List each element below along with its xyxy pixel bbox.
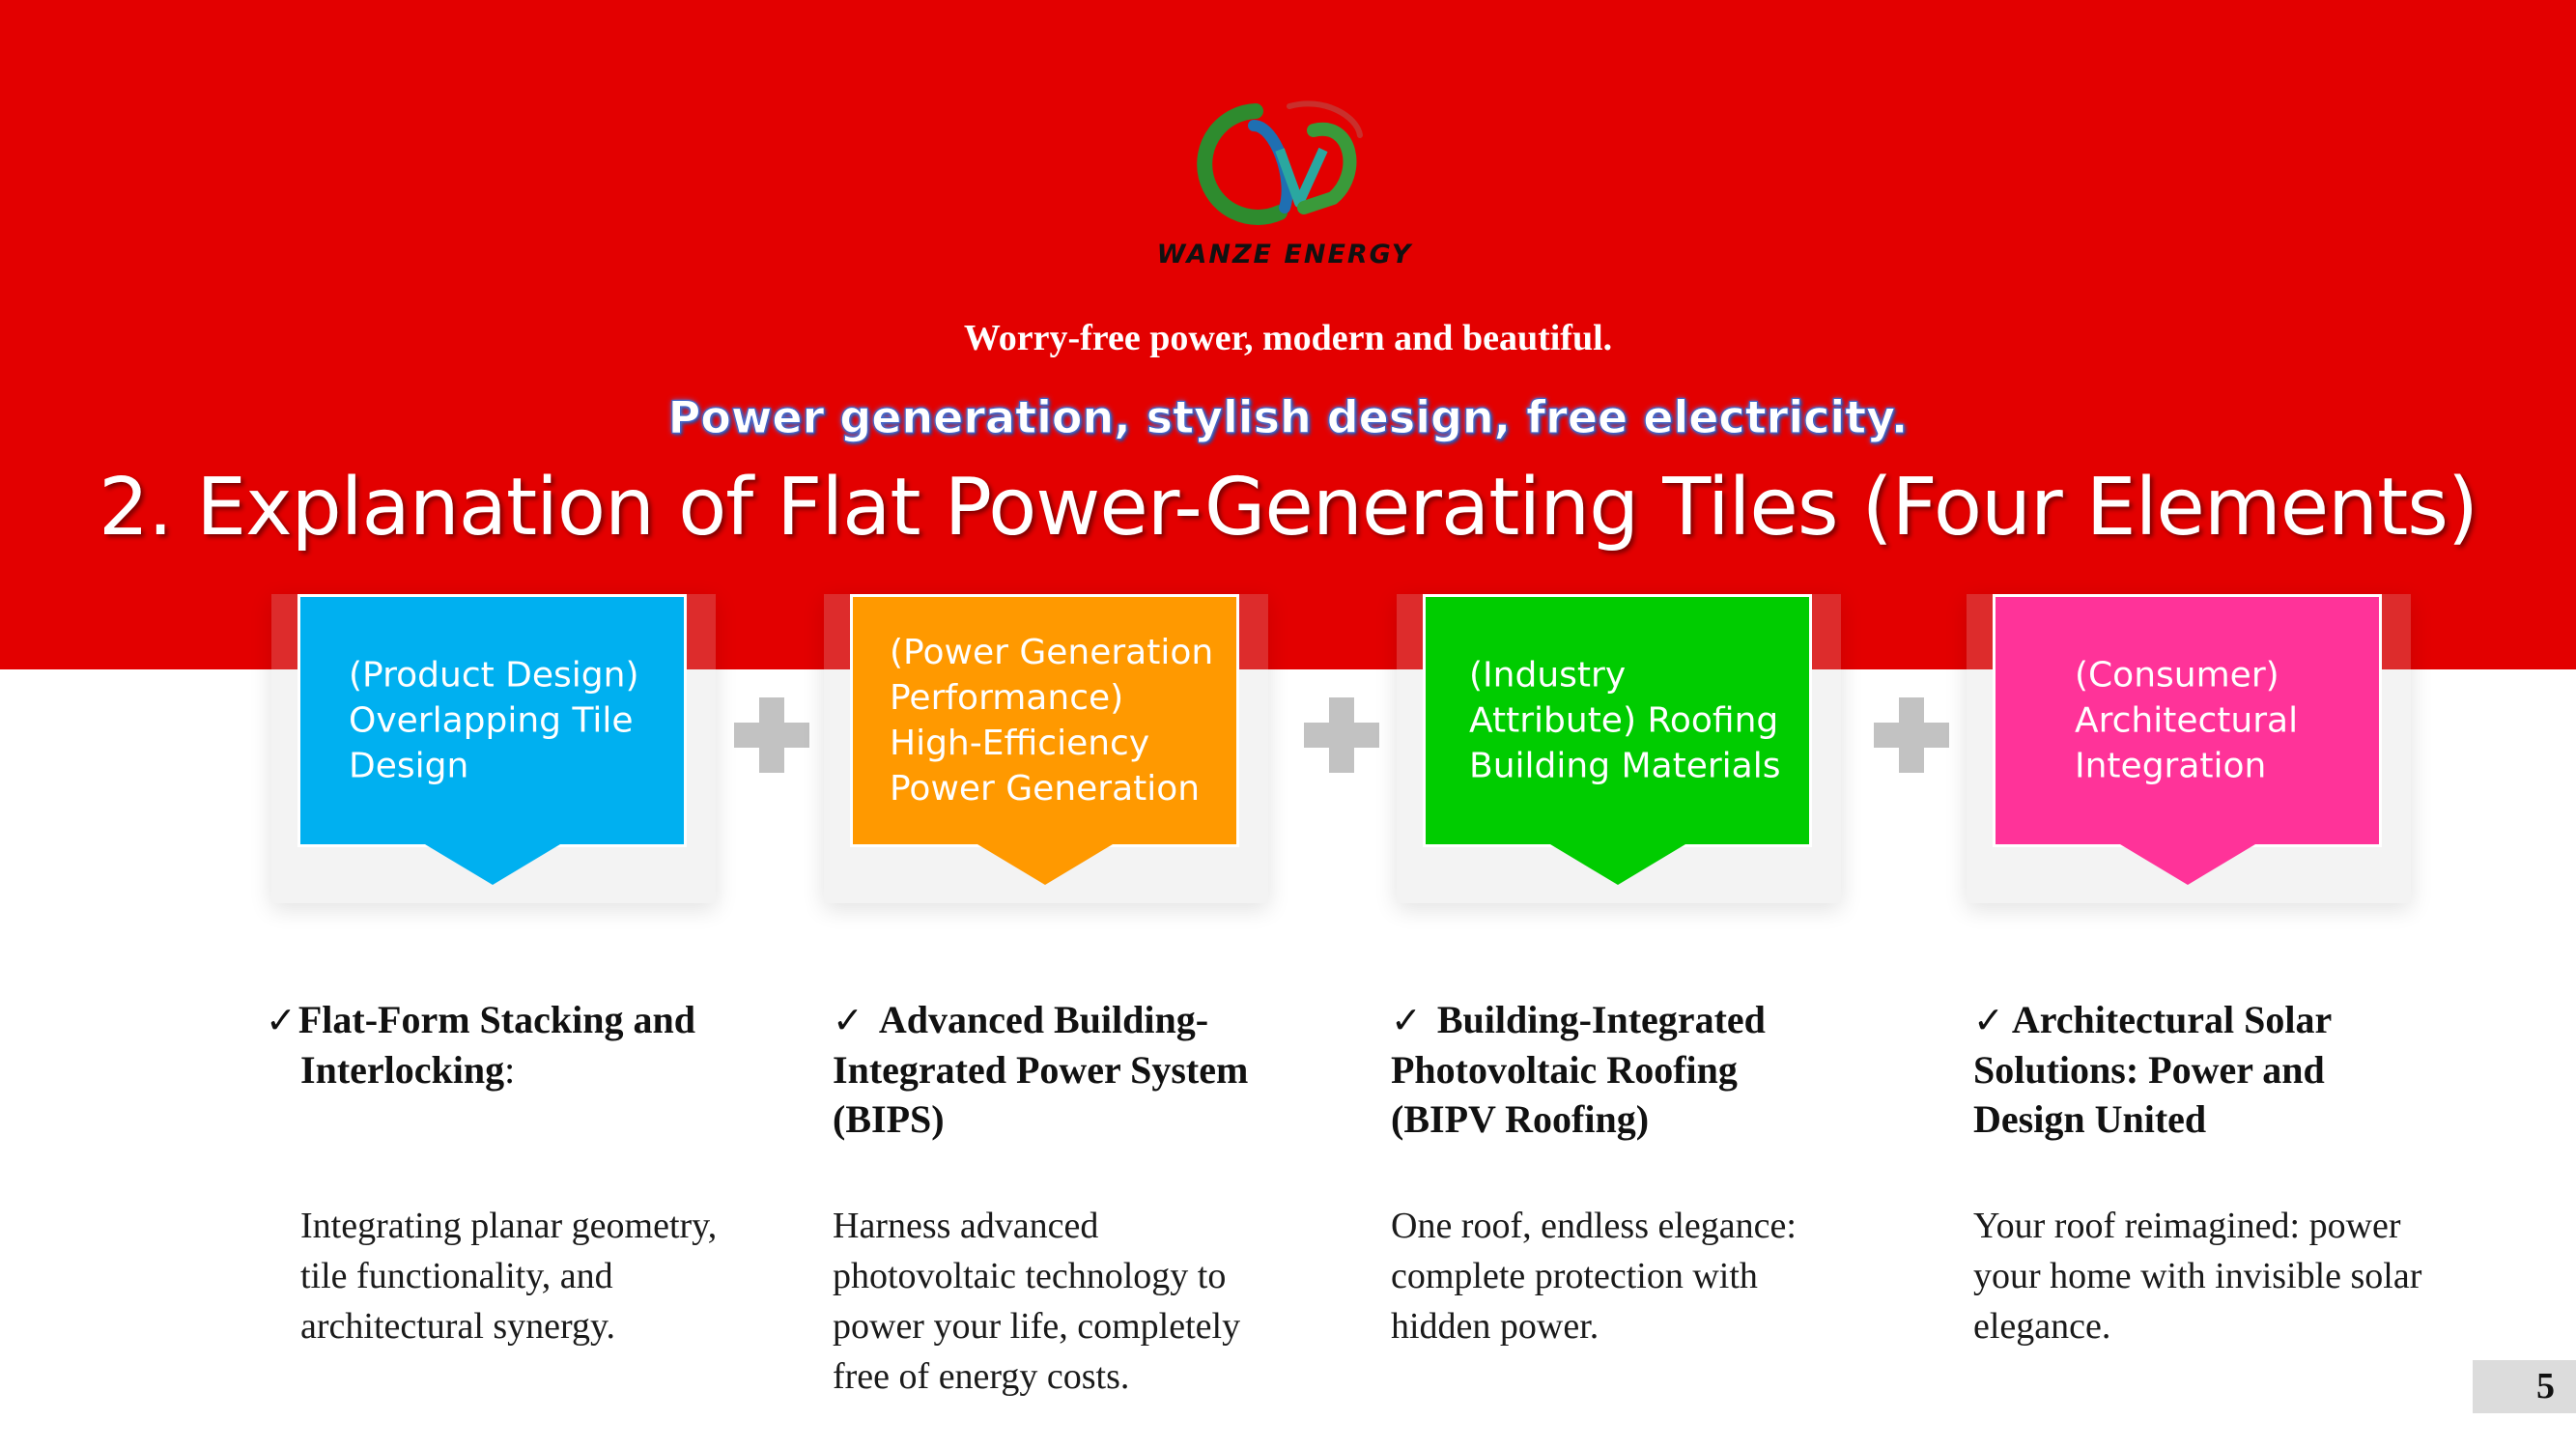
element-body-4: Your roof reimagined: power your home wi… — [1973, 1206, 2422, 1347]
card-pointer — [1550, 844, 1685, 885]
card-pointer — [425, 844, 560, 885]
subslogan: Power generation, stylish design, free e… — [667, 391, 1909, 444]
element-card-product-design: (Product Design) Overlapping Tile Design — [297, 594, 687, 847]
card-pointer — [977, 844, 1113, 885]
plus-icon — [734, 697, 809, 773]
element-card-power-generation: (Power Generation Performance) High-Effi… — [850, 594, 1239, 847]
element-body-1: Integrating planar geometry, tile functi… — [300, 1206, 718, 1347]
card-label: (Power Generation Performance) High-Effi… — [890, 633, 1214, 809]
element-heading-2: ✓Advanced Building-Integrated Power Syst… — [833, 998, 1249, 1141]
card-label: (Industry Attribute) Roofing Building Ma… — [1469, 655, 1781, 786]
brand-name: WANZE ENERGY — [1156, 240, 1413, 270]
header-band — [0, 0, 2576, 669]
element-body-3: One roof, endless elegance: complete pro… — [1391, 1206, 1797, 1347]
checkmark-icon: ✓ — [266, 999, 297, 1041]
element-card-consumer: (Consumer) Architectural Integration — [1993, 594, 2382, 847]
card-label: (Product Design) Overlapping Tile Design — [349, 655, 639, 786]
element-heading-3: ✓Building-Integrated Photovoltaic Roofin… — [1391, 998, 1766, 1141]
page-number: 5 — [2473, 1360, 2576, 1413]
card-label: (Consumer) Architectural Integration — [2075, 655, 2299, 786]
card-pointer — [2120, 844, 2255, 885]
plus-icon — [1874, 697, 1949, 773]
element-heading-1: ✓Flat-Form Stacking and Interlocking: — [266, 998, 695, 1092]
element-card-industry-attribute: (Industry Attribute) Roofing Building Ma… — [1423, 594, 1812, 847]
wanze-energy-logo — [1197, 100, 1363, 225]
plus-icon — [1304, 697, 1379, 773]
slogan: Worry-free power, modern and beautiful. — [963, 318, 1613, 358]
page-title: 2. Explanation of Flat Power-Generating … — [99, 462, 2478, 554]
element-body-2: Harness advanced photovoltaic technology… — [833, 1206, 1241, 1397]
checkmark-icon: ✓ — [1973, 999, 2004, 1041]
element-heading-4: ✓Architectural Solar Solutions: Power an… — [1973, 998, 2332, 1141]
checkmark-icon: ✓ — [833, 999, 863, 1041]
checkmark-icon: ✓ — [1391, 999, 1422, 1041]
